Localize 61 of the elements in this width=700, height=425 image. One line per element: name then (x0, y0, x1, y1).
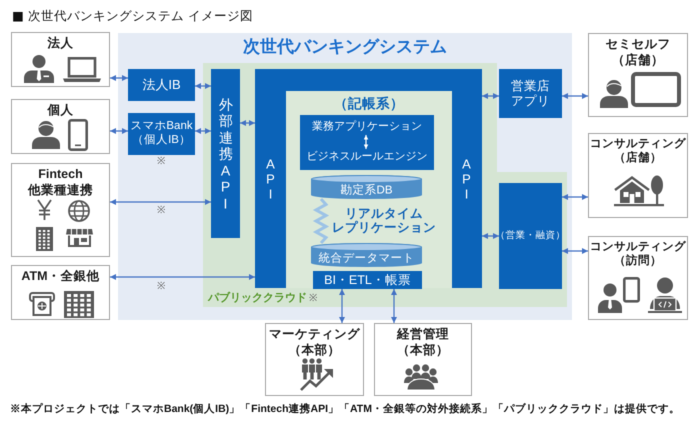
double-arrow (110, 274, 255, 280)
database-cylinder (311, 243, 422, 267)
double-arrow (562, 248, 588, 254)
double-arrow (364, 135, 368, 149)
double-arrow (482, 93, 499, 99)
channel-title: Fintech 他業種連携 (26, 167, 94, 198)
system-region (118, 33, 572, 320)
application-box (300, 115, 434, 170)
system-box: （営業・融資） (499, 183, 562, 289)
api-label: API (461, 156, 472, 201)
channel-box (11, 99, 110, 154)
footnote-mark: ※ (309, 293, 317, 305)
panel-title: （記帳系） (334, 96, 404, 112)
double-arrow (339, 289, 345, 323)
footnote: ※本プロジェクトでは「スマホBank(個人IB)」「Fintech連携API」「ATM・全銀等の対外接続系」「パブリッククラウド」は提供です。 (10, 403, 680, 416)
channel-box (11, 163, 110, 257)
channel-box (374, 323, 472, 396)
database-cylinder (311, 175, 422, 199)
system-box: 営業店アプリ (499, 69, 562, 118)
database-label: 勘定系DB (340, 184, 392, 198)
channel-title: 個人 (48, 103, 74, 119)
double-arrow (195, 128, 211, 134)
double-arrow (195, 83, 211, 89)
channel-box (11, 32, 110, 87)
channel-title: コンサルティング（訪問） (589, 240, 687, 269)
zigzag-connector (312, 198, 330, 244)
double-arrow (391, 289, 397, 323)
double-arrow (110, 199, 211, 205)
cloud-title: パブリッククラウド (208, 292, 307, 305)
system-box: 法人IB (128, 69, 195, 101)
channel-title: セミセルフ（店舗） (604, 37, 672, 68)
channel-title: 経営管理（本部） (396, 327, 450, 358)
api-label: 外部連携API (219, 96, 232, 212)
channel-box (265, 323, 364, 396)
diagram-title: ■ 次世代バンキングシステム イメージ図 (12, 8, 253, 24)
region-title: 次世代バンキングシステム (243, 37, 447, 58)
database-label: 統合データマート (318, 252, 414, 266)
channel-box (11, 265, 110, 320)
channel-title: ATM・全銀他 (21, 269, 100, 285)
api-bar (211, 69, 240, 238)
system-box: スマホBank（個人IB） (128, 113, 195, 155)
core-panel (286, 91, 452, 288)
double-arrow (110, 75, 128, 81)
channel-title: コンサルティング（店舗） (589, 137, 687, 166)
component-label: 業務アプリケーション (312, 120, 422, 134)
double-arrow (562, 93, 588, 99)
footnote-mark: ※ (157, 281, 165, 293)
channel-box (588, 133, 688, 218)
double-arrow (110, 128, 128, 134)
api-label: API (265, 156, 276, 201)
footnote-mark: ※ (157, 205, 165, 217)
double-arrow (562, 194, 588, 200)
system-box: BI・ETL・帳票 (313, 271, 422, 289)
footnote-mark: ※ (157, 156, 165, 168)
double-arrow (240, 120, 255, 126)
double-arrow (482, 233, 499, 239)
channel-box (588, 236, 688, 320)
channel-title: 法人 (48, 36, 74, 52)
channel-title: マーケティング（本部） (268, 327, 361, 358)
channel-box (588, 33, 688, 117)
component-label: ビジネスルールエンジン (306, 150, 428, 164)
